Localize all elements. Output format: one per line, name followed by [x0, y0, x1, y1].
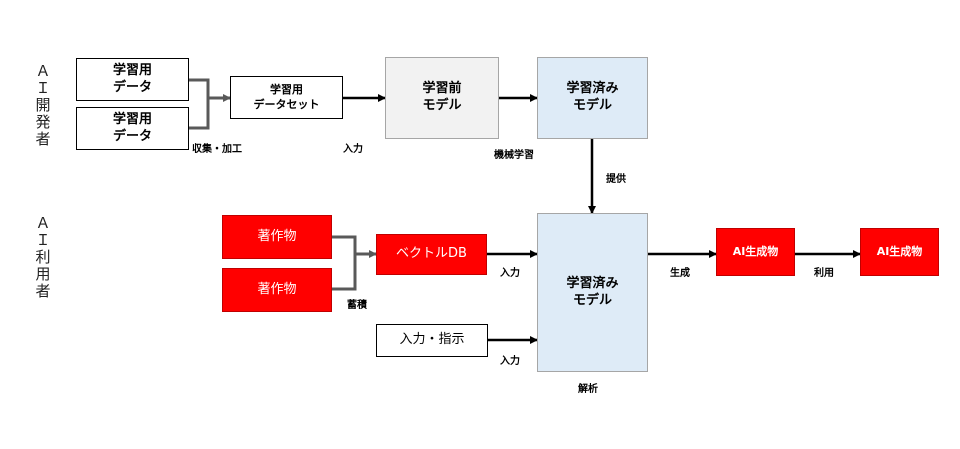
pre-training-model-box: 学習前 モデル [385, 57, 499, 139]
training-data-box-1: 学習用 データ [76, 58, 189, 101]
label-accumulate: 蓄積 [347, 300, 367, 311]
training-data-box-2: 学習用 データ [76, 107, 189, 150]
vector-db-box: ベクトルDB [376, 234, 487, 275]
label-input-instruction: 入力 [500, 356, 520, 367]
ai-output-box-2: AI生成物 [860, 228, 939, 276]
label-use: 利用 [814, 268, 834, 279]
merge-connector-training-data [189, 78, 230, 130]
label-input-top: 入力 [343, 144, 363, 155]
ai-output-box-1: AI生成物 [716, 228, 795, 276]
training-dataset-box: 学習用 データセット [230, 76, 343, 119]
label-generate: 生成 [670, 268, 690, 279]
copyrighted-work-box-2: 著作物 [222, 268, 332, 312]
merge-connector-copyrighted-works [332, 235, 376, 291]
trained-model-box-bottom: 学習済み モデル [537, 213, 648, 372]
label-input-vector: 入力 [500, 268, 520, 279]
label-provide: 提供 [606, 174, 626, 185]
ai-user-label: Ａ Ｉ 利 用 者 [35, 214, 51, 300]
copyrighted-work-box-1: 著作物 [222, 215, 332, 259]
label-collect-process: 収集・加工 [192, 144, 242, 155]
label-machine-learning: 機械学習 [494, 150, 534, 161]
ai-developer-label: Ａ Ｉ 開 発 者 [35, 62, 51, 148]
label-analysis: 解析 [578, 384, 598, 395]
trained-model-box-top: 学習済み モデル [537, 57, 648, 139]
input-instruction-box: 入力・指示 [376, 324, 488, 357]
